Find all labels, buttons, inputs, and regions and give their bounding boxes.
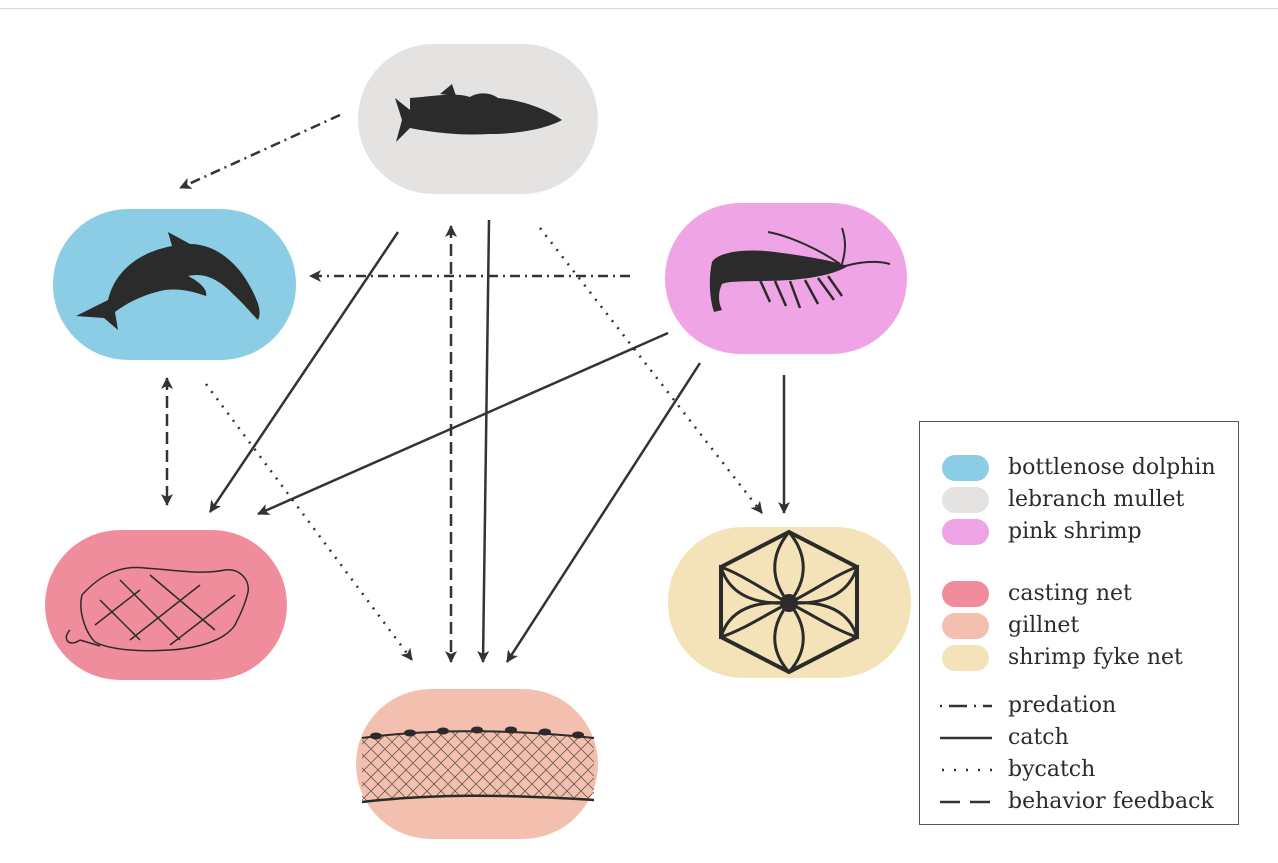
legend-label-behavior-feedback: behavior feedback: [1008, 786, 1214, 818]
edge-shrimp-casting-net: [258, 333, 668, 514]
node-dolphin: [53, 209, 296, 360]
legend-label-gillnet: gillnet: [1008, 610, 1079, 642]
edge-mullet-dolphin: [180, 115, 340, 188]
legend-swatch-gillnet: [942, 613, 989, 639]
legend-label-mullet: lebranch mullet: [1008, 484, 1184, 516]
legend-label-catch: catch: [1008, 722, 1069, 754]
legend-swatch-mullet: [942, 487, 989, 513]
node-shrimp: [665, 203, 907, 354]
gillnet-icon: [362, 727, 594, 803]
legend-line-bycatch: [940, 767, 992, 773]
legend: bottlenose dolphin lebranch mullet pink …: [919, 421, 1239, 825]
legend-line-predation: [940, 703, 992, 709]
legend-label-dolphin: bottlenose dolphin: [1008, 452, 1216, 484]
legend-swatch-fyke-net: [942, 645, 989, 671]
legend-label-casting-net: casting net: [1008, 578, 1132, 610]
node-casting-net: [45, 530, 287, 680]
legend-label-bycatch: bycatch: [1008, 754, 1095, 786]
legend-swatch-shrimp: [942, 519, 989, 545]
legend-line-catch: [940, 735, 992, 741]
node-fyke-net: [668, 527, 911, 678]
node-gillnet: [356, 689, 598, 839]
node-mullet: [358, 44, 598, 194]
legend-label-predation: predation: [1008, 690, 1116, 722]
legend-swatch-casting-net: [942, 581, 989, 607]
legend-line-behavior-feedback: [940, 799, 992, 805]
legend-label-fyke-net: shrimp fyke net: [1008, 642, 1183, 674]
edge-mullet-gillnet: [483, 220, 489, 662]
legend-swatch-dolphin: [942, 455, 989, 481]
legend-label-shrimp: pink shrimp: [1008, 516, 1142, 548]
